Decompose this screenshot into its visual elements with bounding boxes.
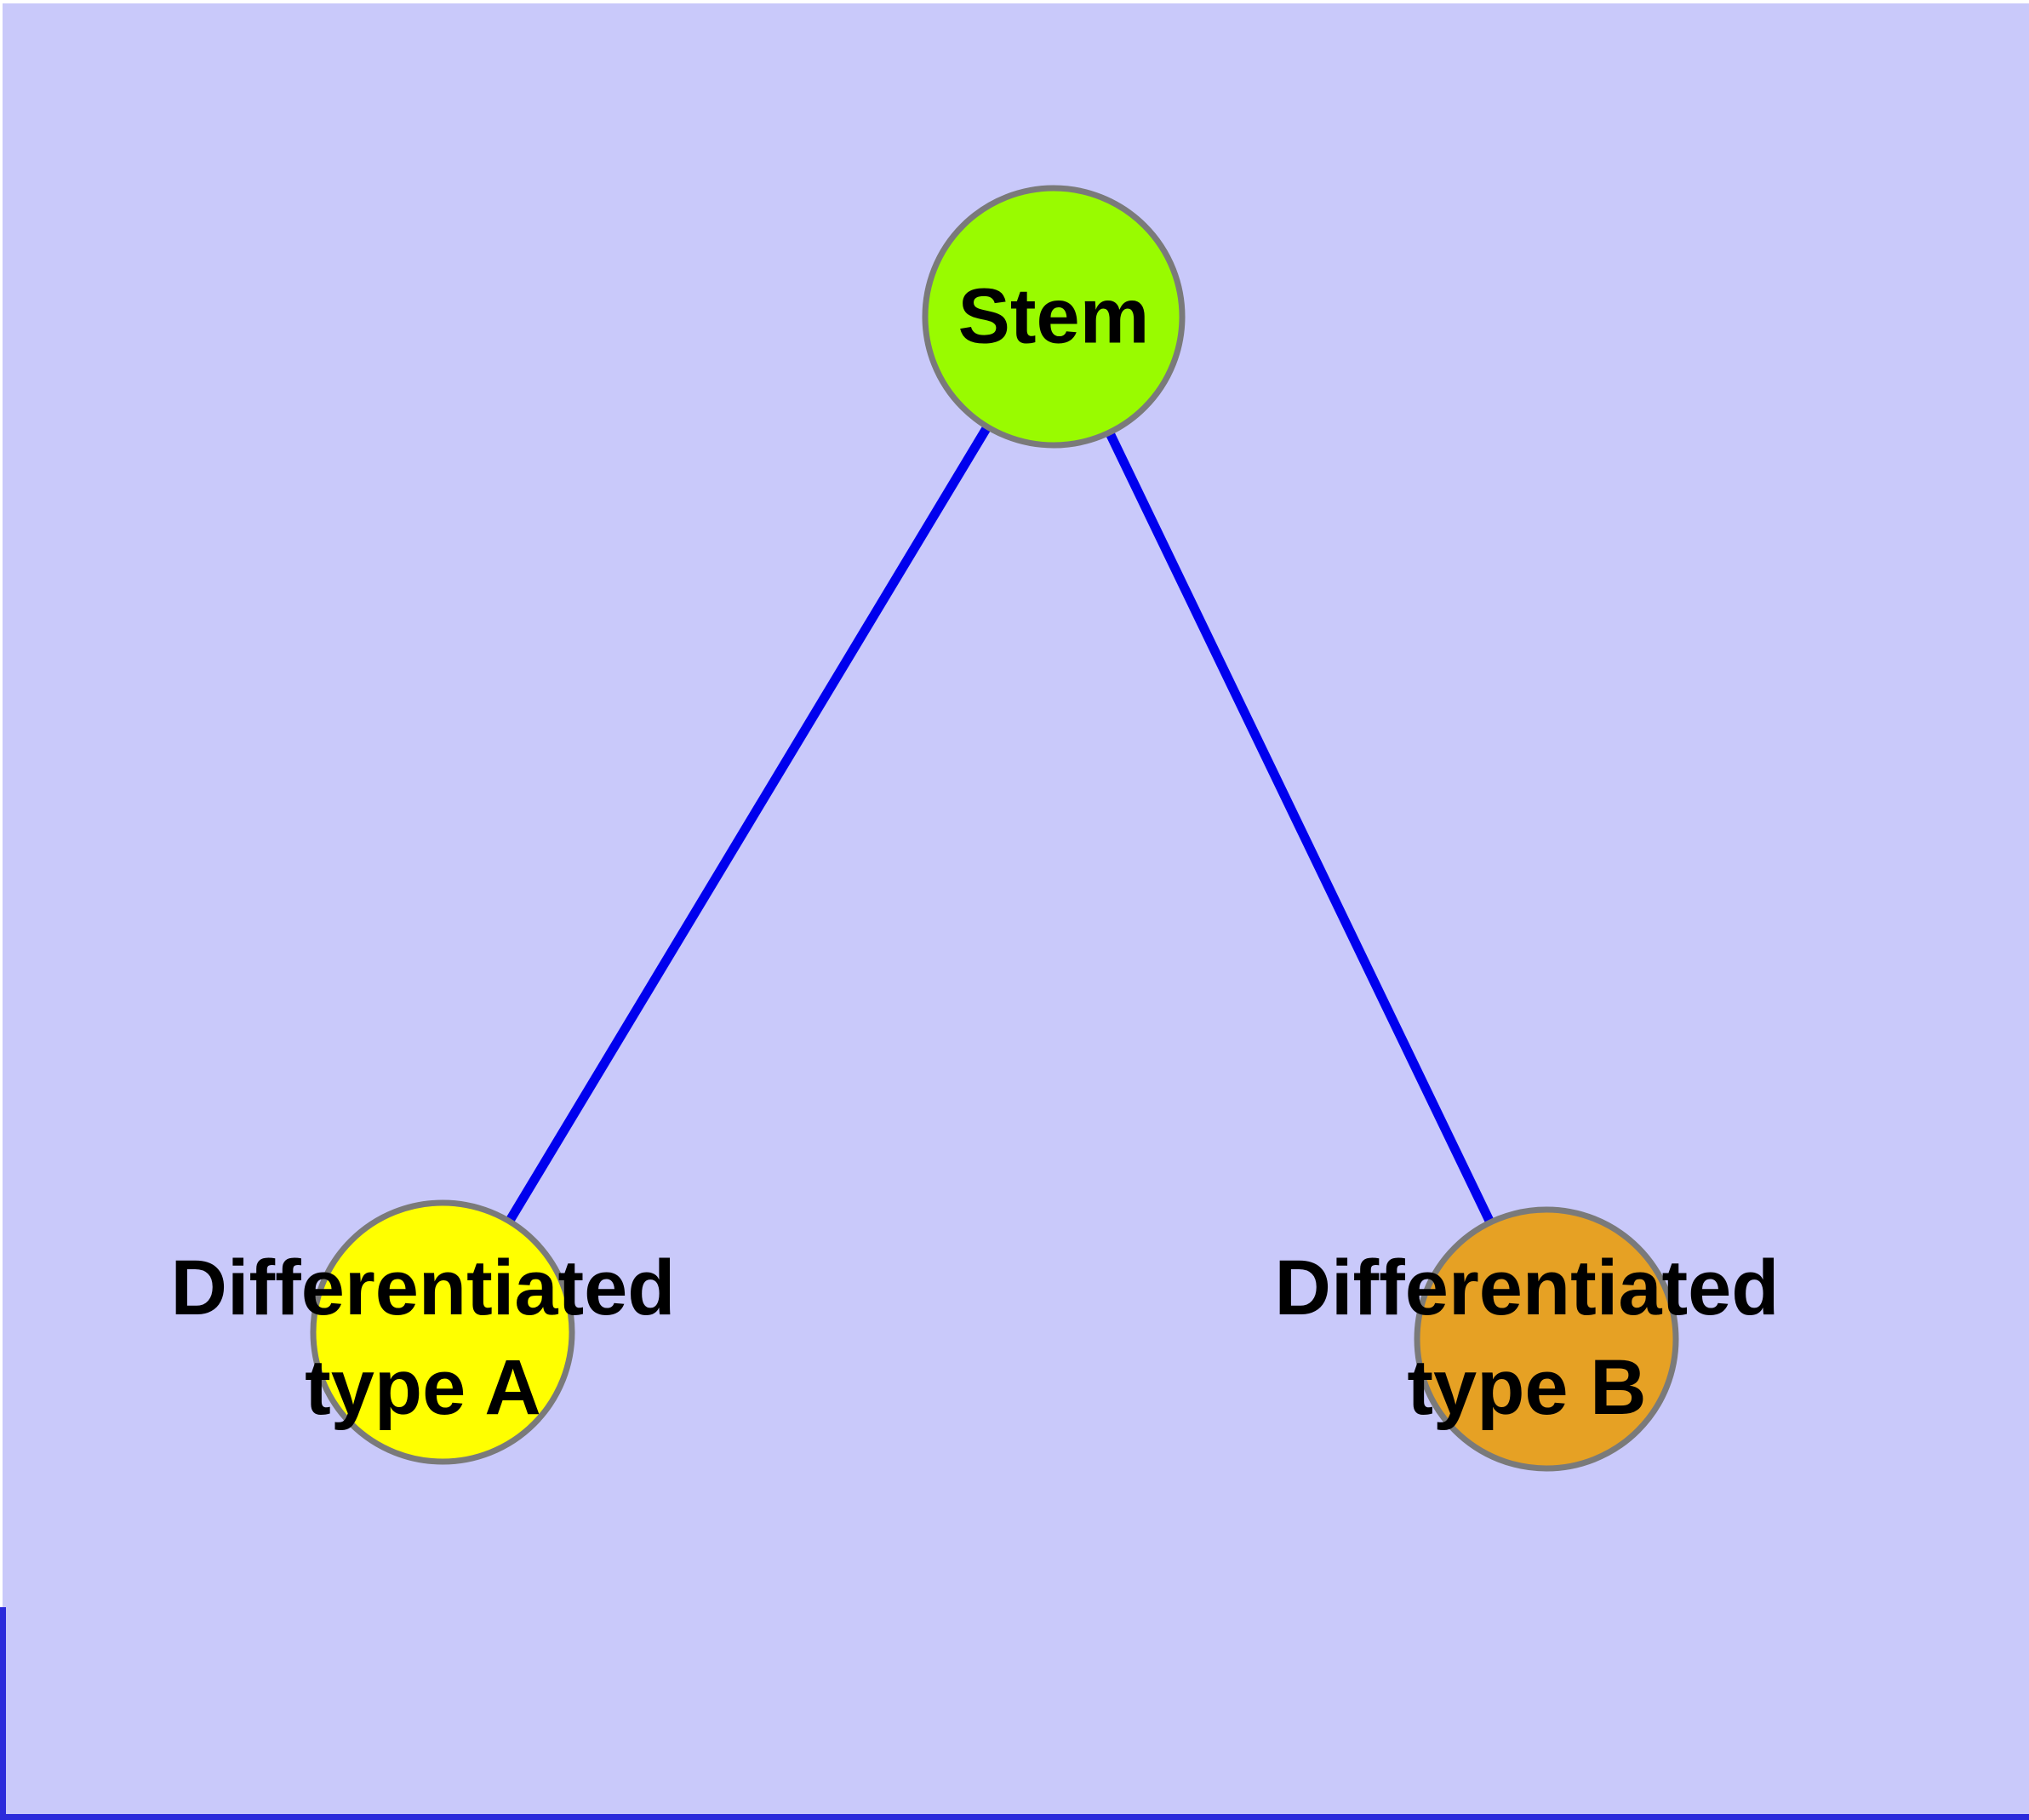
bottom-frame-line xyxy=(0,1814,2029,1820)
node-label-differentiated-type-b[interactable]: Differentiated type B xyxy=(1275,1239,1780,1438)
left-frame-line xyxy=(0,1607,6,1820)
node-label-line: Differentiated xyxy=(1274,1245,1780,1331)
node-label-line: Differentiated xyxy=(170,1245,676,1331)
left-margin xyxy=(0,0,3,1607)
node-label-stem[interactable]: Stem xyxy=(958,267,1150,367)
node-label-differentiated-type-a[interactable]: Differentiated type A xyxy=(171,1239,676,1438)
edge-stem-to-b[interactable] xyxy=(1049,314,1551,1342)
node-differentiated-type-b[interactable] xyxy=(1414,1206,1679,1472)
top-margin xyxy=(0,0,2029,3)
node-differentiated-type-a[interactable] xyxy=(310,1199,575,1465)
node-stem[interactable] xyxy=(922,185,1186,449)
node-label-line: Stem xyxy=(957,272,1150,360)
node-label-line: type A xyxy=(305,1344,541,1431)
edge-stem-to-a[interactable] xyxy=(438,314,1058,1335)
node-label-line: type B xyxy=(1407,1344,1647,1431)
